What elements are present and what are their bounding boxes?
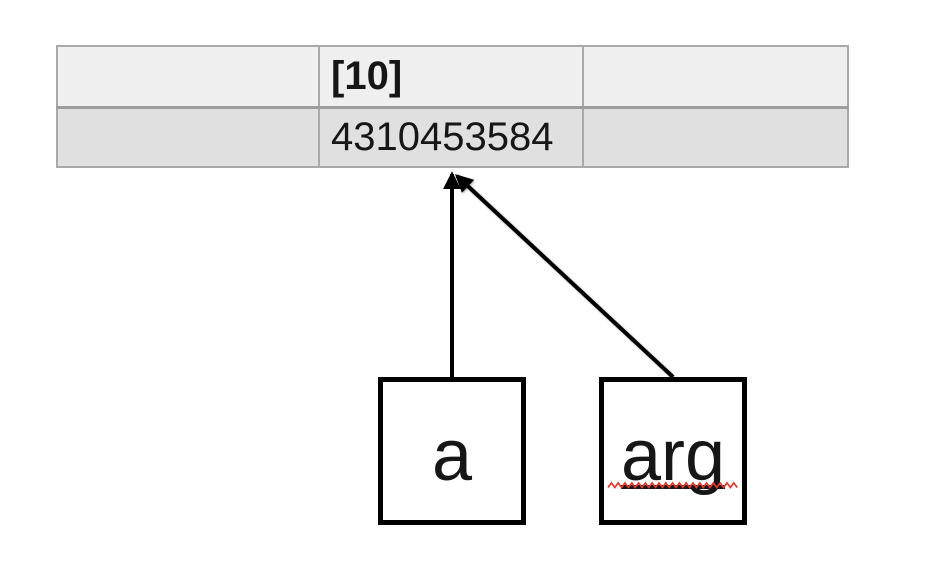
variable-box-a: a [378, 377, 526, 525]
variable-name-a: a [431, 416, 473, 496]
memory-table-value-row: 4310453584 [56, 106, 849, 168]
value-cell-right [582, 106, 849, 168]
header-cell-left [56, 45, 320, 109]
arrow-arg-to-cell [454, 174, 675, 379]
object-key-cell: [10] [318, 45, 584, 109]
value-cell-left [56, 106, 320, 168]
variable-box-arg: arg [599, 377, 747, 525]
variable-name-arg: arg [620, 416, 726, 496]
memory-table-header-row: [10] [56, 45, 849, 109]
spellcheck-squiggle-icon [607, 481, 738, 489]
object-id-cell: 4310453584 [318, 106, 584, 168]
memory-table: [10] 4310453584 [56, 45, 849, 168]
header-cell-right [582, 45, 849, 109]
